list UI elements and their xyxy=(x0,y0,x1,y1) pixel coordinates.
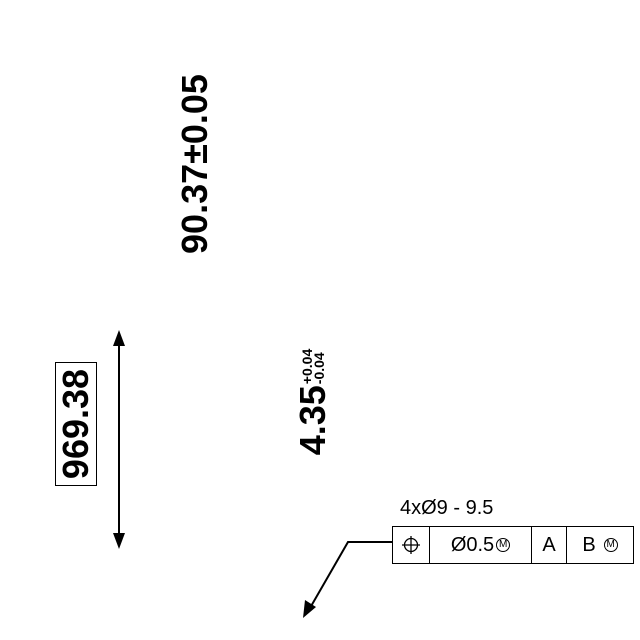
mmc-modifier-icon: M xyxy=(496,538,511,552)
position-icon xyxy=(402,536,420,554)
feature-control-frame: Ø0.5 M A B M xyxy=(392,526,634,564)
datum-a: A xyxy=(542,533,556,556)
tolerance-lower: -0.04 xyxy=(311,352,327,385)
tolerance-value: Ø0.5 xyxy=(450,533,495,556)
vertical-dimension-line xyxy=(113,330,125,549)
datum-a-cell: A xyxy=(531,527,566,563)
tolerance-nominal: 4.35 xyxy=(292,385,333,456)
dimension-main: 90.37±0.05 xyxy=(174,74,215,254)
basic-dimension-value: 969.38 xyxy=(55,361,97,487)
datum-b-cell: B M xyxy=(566,527,633,563)
hole-callout: 4xØ9 - 9.5 xyxy=(400,497,494,519)
tolerance-cell: Ø0.5 M xyxy=(429,527,531,563)
basic-dimension: 969.38 xyxy=(53,352,99,496)
tolerance-limits: +0.04 -0.04 xyxy=(299,349,327,385)
position-cell xyxy=(393,527,429,563)
tolerance-dimension: 4.35 +0.04 -0.04 xyxy=(288,302,338,502)
leader-line xyxy=(303,541,392,618)
mmc-modifier-icon: M xyxy=(603,538,618,552)
datum-b: B xyxy=(582,533,596,556)
